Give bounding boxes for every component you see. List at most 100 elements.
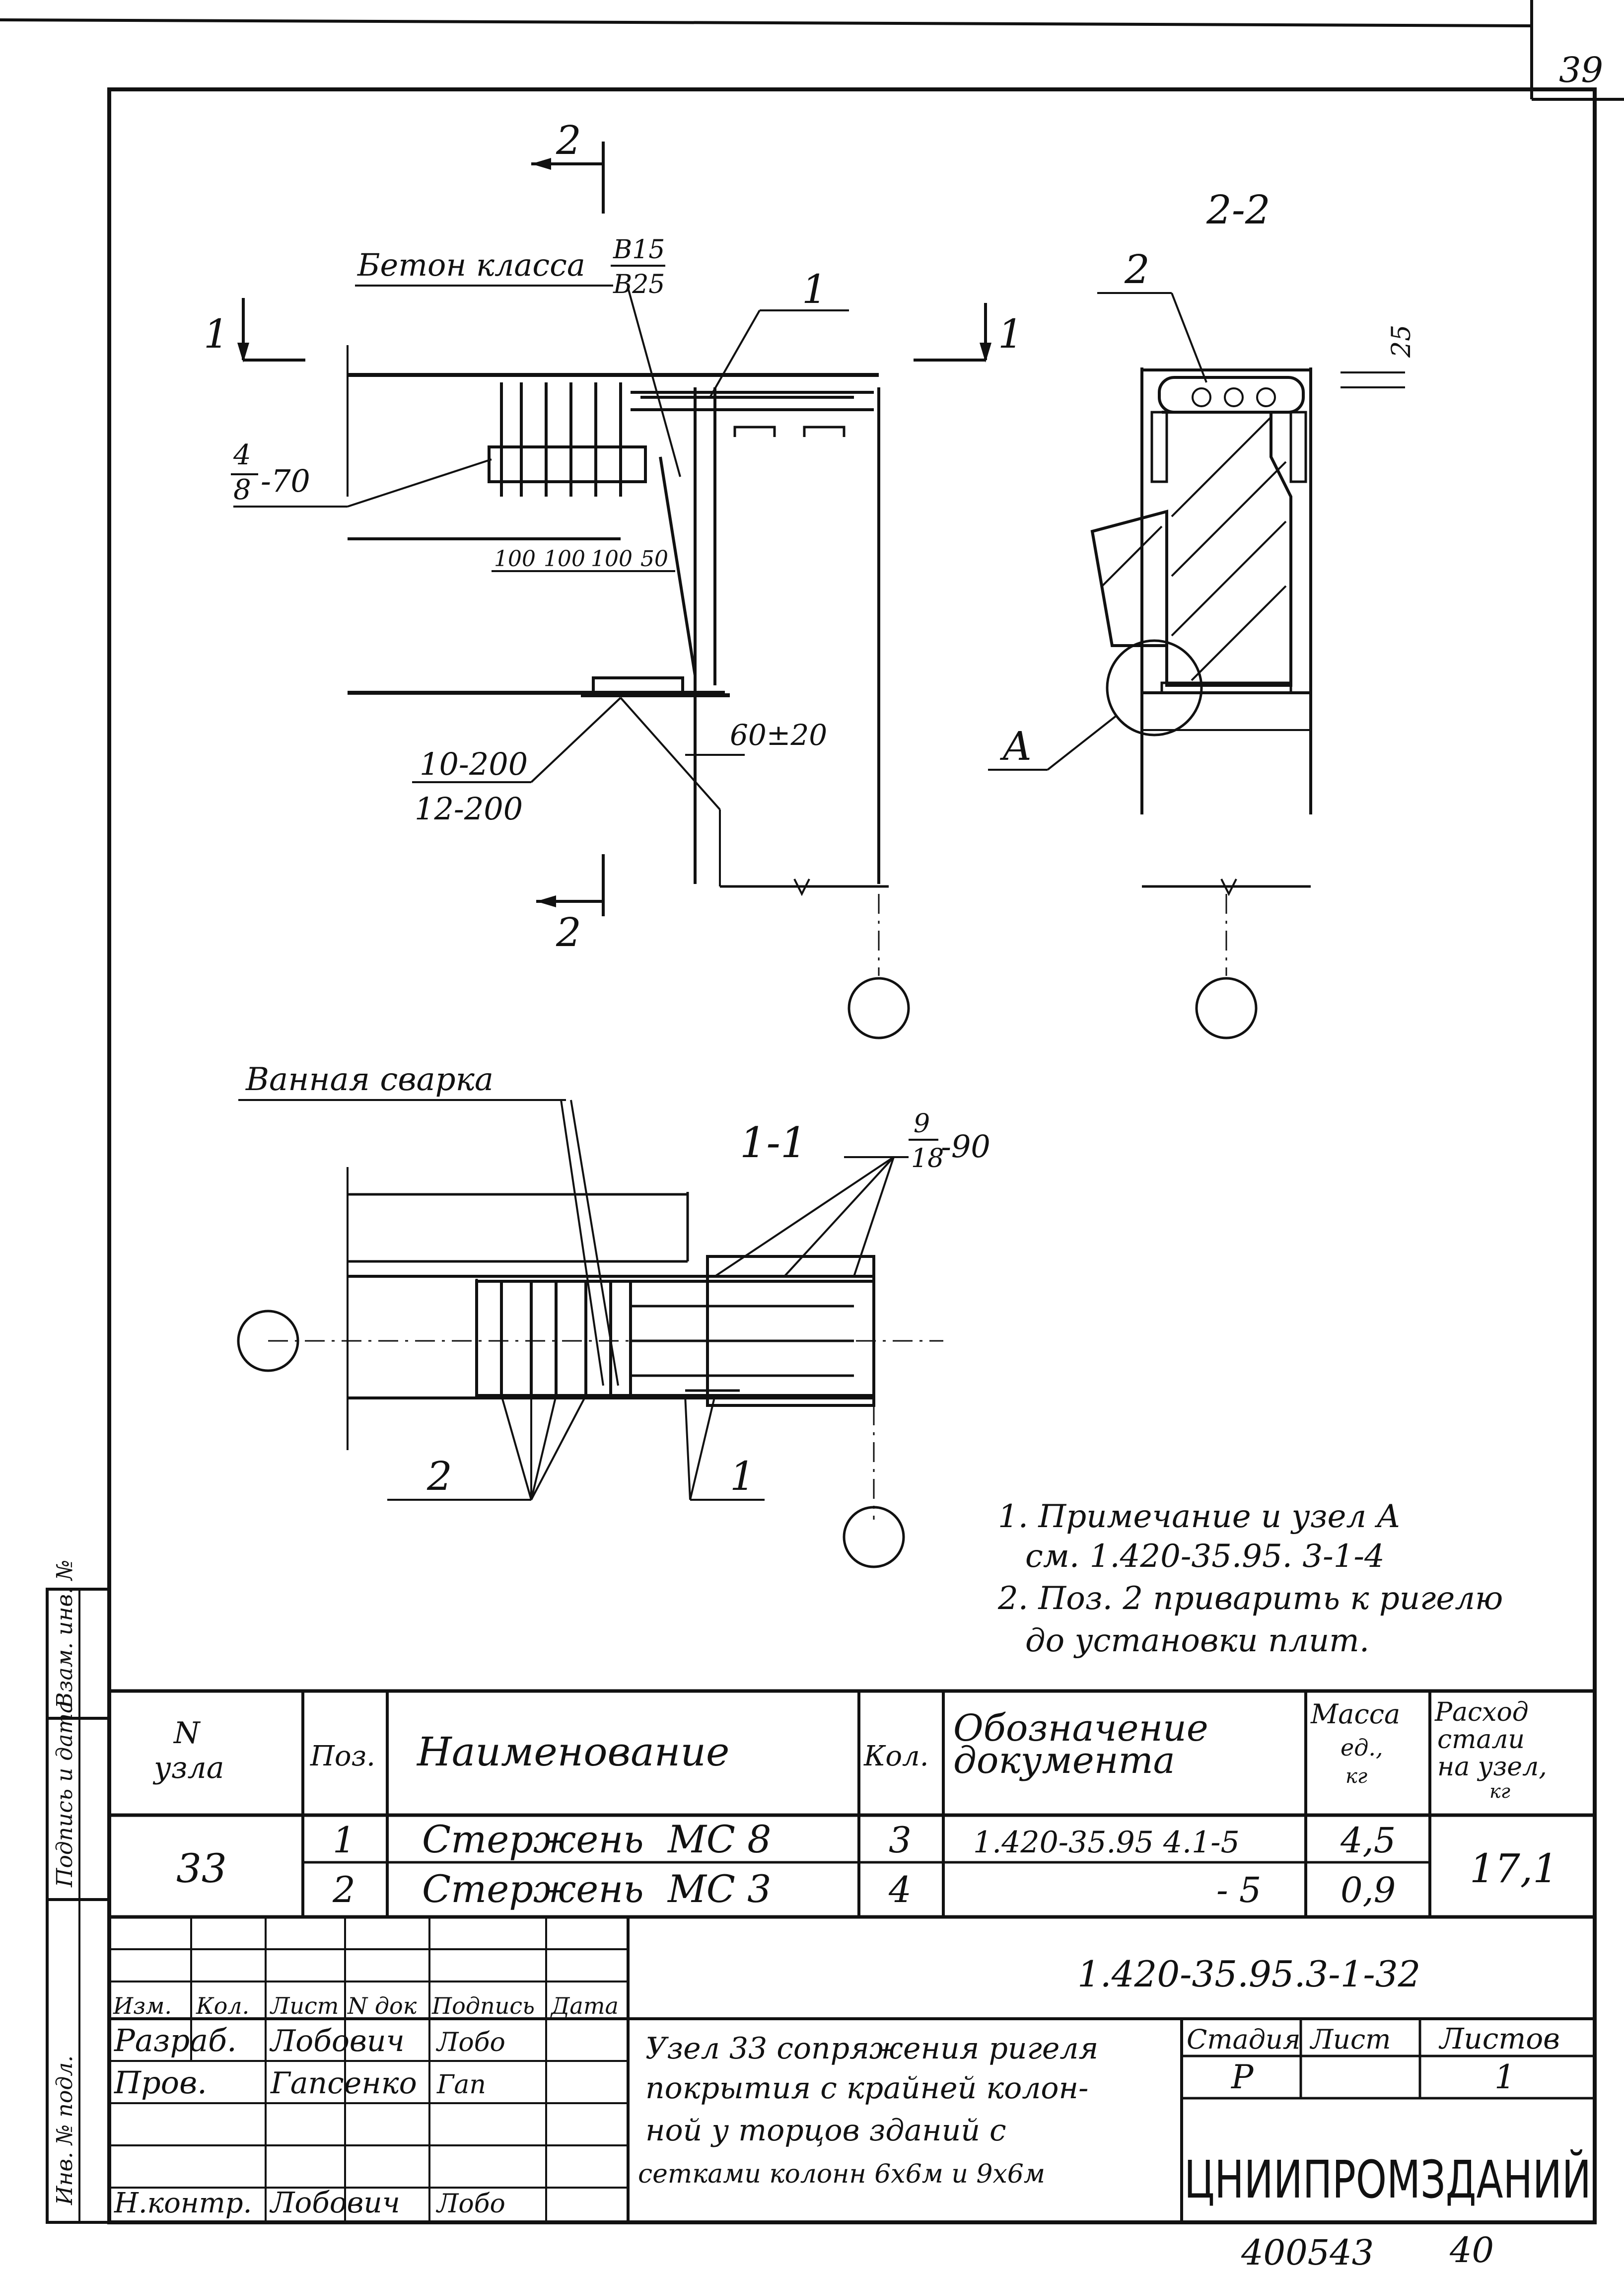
hdr-doc-2: документа	[953, 1739, 1175, 1782]
row1-pos: 1	[333, 1819, 355, 1861]
name-razrab: Лобович	[269, 2024, 405, 2058]
rebar-label-18: 18	[911, 1144, 944, 1174]
rebar-label-70: -70	[261, 463, 310, 499]
bottom-page-number: 40	[1449, 2230, 1494, 2271]
hdr-cons-1: Расход	[1434, 1697, 1529, 1727]
hdr-pos: Поз.	[310, 1740, 375, 1772]
sheets-value: 1	[1494, 2058, 1515, 2096]
weld-label-bottom: 12-200	[415, 791, 523, 827]
sig-nkontr: Лобо	[435, 2189, 505, 2219]
gap-dimension: 60±20	[730, 718, 827, 752]
hdr-cons-3: на узел,	[1437, 1752, 1547, 1782]
notes: 1. Примечание и узел А см. 1.420-35.95. …	[997, 1498, 1503, 1659]
name-prov: Гапсенко	[270, 2066, 417, 2101]
concrete-class-top: B15	[613, 235, 665, 265]
row2-qty: 4	[888, 1869, 912, 1910]
row1-mass: 4,5	[1340, 1820, 1396, 1861]
dim-25: 25	[1387, 325, 1416, 358]
stamp-vzam-inv: Взам. инв. №	[52, 1559, 77, 1709]
pos-1-plan: 1	[730, 1453, 755, 1499]
hdr-cons-2: стали	[1437, 1725, 1525, 1755]
side-stamp: Инв. № подл. Подпись и дата Взам. инв. №	[46, 1559, 111, 2224]
dim-100-a: 100	[494, 546, 536, 572]
plan-1-1-view: Ванная сварка 1-1 9 18 -90	[237, 1061, 990, 1568]
hdr-mass-3: кг	[1345, 1765, 1367, 1788]
sig-prov: Гап	[436, 2070, 486, 2100]
section-2-2-title: 2-2	[1206, 187, 1271, 233]
stamp-inv-podl: Инв. № подл.	[52, 2055, 77, 2205]
dim-100-c: 100	[591, 546, 633, 572]
detail-a-circle	[1106, 639, 1203, 736]
row2-pos: 2	[332, 1869, 355, 1910]
desc-line-1: Узел 33 сопряжения ригеля	[645, 2031, 1098, 2066]
title-block: 1.420-35.95.3-1-32 Изм. Кол. Лист N док …	[109, 1917, 1595, 2222]
bottom-stamp-number: 400543	[1241, 2232, 1374, 2273]
axis-bubble-plan-left	[237, 1310, 299, 1372]
sheets-header: Листов	[1438, 2022, 1560, 2055]
section-arrow-1-left: 1	[204, 311, 229, 357]
cell-consumption-value: 17,1	[1470, 1845, 1558, 1892]
row2-doc: - 5	[1216, 1870, 1261, 1910]
spec-table: N узла Поз. Наименование Кол. Обозначени…	[109, 1689, 1595, 1919]
note-line-3: 2. Поз. 2 приварить к ригелю	[997, 1580, 1503, 1617]
row1-doc: 1.420-35.95 4.1-5	[973, 1825, 1240, 1860]
stage-header: Стадия	[1187, 2024, 1300, 2055]
role-razrab: Разраб.	[114, 2022, 237, 2058]
section-2-2-view: 2-2 2 25 A	[988, 187, 1416, 1039]
hdr-mass-1: Масса	[1310, 1698, 1400, 1730]
note-line-1: 1. Примечание и узел А	[998, 1498, 1401, 1535]
elevation-view: 2 1 1 Бетон класса B15 B25 1	[204, 117, 1023, 1039]
hdr-cons-4: кг	[1489, 1780, 1510, 1802]
cell-node-value: 33	[176, 1845, 227, 1892]
sheet-number: 39	[1559, 50, 1603, 90]
hdr-doc-1: Обозначение	[953, 1707, 1208, 1750]
row1-qty: 3	[889, 1819, 912, 1861]
detail-a-label: A	[999, 723, 1032, 769]
rebar-label-9: 9	[914, 1109, 930, 1139]
section-1-1-title: 1-1	[740, 1118, 807, 1167]
hdr-node-uzla: узла	[152, 1751, 224, 1785]
pos-2-section: 2	[1124, 246, 1150, 293]
doc-code: 1.420-35.95.3-1-32	[1077, 1953, 1420, 1995]
hdr-node-n: N	[173, 1716, 201, 1751]
concrete-class-label: Бетон класса	[357, 247, 585, 283]
role-nkontr: Н.контр.	[114, 2187, 252, 2219]
desc-line-3: ной у торцов зданий с	[645, 2113, 1006, 2148]
section-arrow-1-right: 1	[998, 311, 1023, 357]
col-kol: Кол.	[196, 1992, 249, 2019]
desc-line-2: покрытия с крайней колон-	[645, 2071, 1088, 2106]
rebar-label-4: 4	[233, 439, 251, 471]
pos-1-elevation: 1	[802, 266, 827, 312]
weld-label-top: 10-200	[420, 746, 528, 782]
col-podpis: Подпись	[431, 1992, 535, 2019]
name-nkontr: Лобович	[269, 2186, 400, 2219]
sig-razrab: Лобо	[435, 2028, 505, 2057]
row2-mass: 0,9	[1341, 1870, 1396, 1910]
axis-bubble-elevation	[847, 977, 910, 1039]
col-ndok: N док	[347, 1992, 417, 2019]
dim-100-b: 100	[544, 546, 585, 572]
rebar-label-8: 8	[233, 474, 251, 506]
col-data: Дата	[550, 1992, 619, 2019]
rebar-label-90: -90	[941, 1128, 990, 1165]
sheet-header: Лист	[1309, 2024, 1391, 2055]
section-arrow-2-top: 2	[556, 117, 581, 163]
col-izm: Изм.	[113, 1992, 172, 2019]
note-line-2: см. 1.420-35.95. 3-1-4	[1025, 1538, 1385, 1575]
row2-name: Стержень МС 3	[422, 1867, 771, 1911]
dim-50: 50	[640, 546, 668, 572]
desc-line-4: сетками колонн 6х6м и 9х6м	[638, 2159, 1045, 2189]
note-line-4: до установки плит.	[1025, 1622, 1369, 1659]
axis-bubble-plan-bottom	[843, 1506, 905, 1568]
bath-weld-label: Ванная сварка	[245, 1061, 494, 1098]
col-list: Лист	[270, 1992, 339, 2019]
hdr-qty: Кол.	[863, 1740, 929, 1772]
sheet-frame	[0, 0, 1624, 2224]
hdr-name: Наименование	[416, 1729, 729, 1775]
role-prov: Пров.	[114, 2064, 207, 2101]
row1-name: Стержень МС 8	[422, 1817, 771, 1861]
concrete-class-bottom: B25	[613, 270, 665, 299]
section-arrow-2-bottom: 2	[556, 909, 581, 955]
stage-value: Р	[1231, 2058, 1254, 2096]
